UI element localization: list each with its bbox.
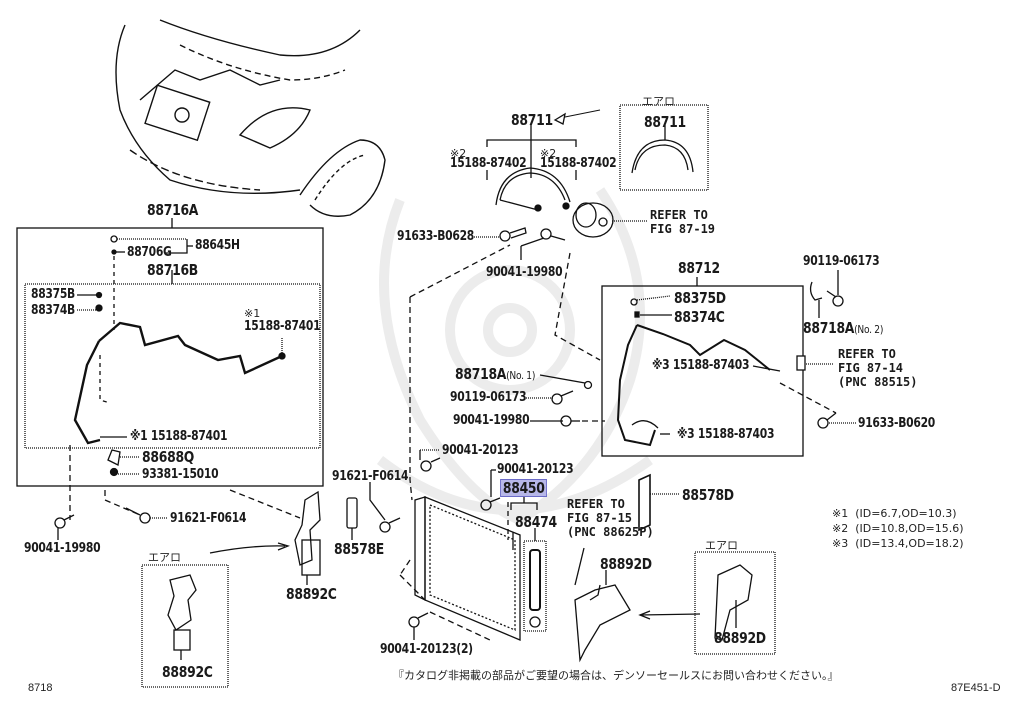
part-88706G[interactable]: 88706G (127, 245, 172, 260)
refer-fig-87-14[interactable]: REFER TO FIG 87-14 (PNC 88515) (838, 347, 918, 389)
hose-size-legend: ※1 (ID=6.7,OD=10.3) ※2 (ID=10.8,OD=15.6)… (832, 506, 964, 551)
part-90041-20123-a[interactable]: 90041-20123 (442, 443, 519, 458)
part-88892C-aero[interactable]: 88892C (162, 663, 213, 681)
part-88718A-no2[interactable]: 88718A(No. 2) (803, 320, 883, 338)
refer-fig-87-19[interactable]: REFER TO FIG 87-19 (650, 208, 716, 236)
part-15188-87401-a[interactable]: 15188-87401 (244, 319, 321, 334)
part-88892C[interactable]: 88892C (286, 585, 337, 603)
note-mark-2b: ※2 (540, 147, 557, 160)
part-88578D[interactable]: 88578D (682, 486, 734, 504)
figure-code: 87E451-D (951, 682, 1001, 694)
part-88375B[interactable]: 88375B (31, 287, 75, 302)
part-88892D[interactable]: 88892D (600, 555, 652, 573)
legend-item: ※2 (ID=10.8,OD=15.6) (832, 522, 964, 535)
part-15188-87403-a[interactable]: ※3 15188-87403 (652, 358, 750, 373)
footer-note: 『カタログ非掲載の部品がご要望の場合は、デンソーセールスにお問い合わせください。… (393, 669, 839, 682)
part-88645H[interactable]: 88645H (195, 238, 240, 253)
deflectors-art (141, 490, 776, 688)
part-88450-highlighted[interactable]: 88450 (500, 479, 548, 497)
part-88712[interactable]: 88712 (678, 259, 720, 277)
part-88716A[interactable]: 88716A (147, 201, 199, 219)
box-88716A (16, 218, 324, 540)
aero-label-88892C: エアロ (148, 551, 181, 564)
refer-fig-87-15[interactable]: REFER TO FIG 87-15 (PNC 88625P) (567, 497, 654, 539)
figure-number: 8718 (28, 682, 53, 694)
part-15188-87402-a[interactable]: 15188-87402 (450, 156, 527, 171)
note-mark-1a: ※1 (244, 307, 261, 320)
part-90041-20123-b[interactable]: 90041-20123 (497, 462, 574, 477)
part-15188-87401-b[interactable]: ※1 15188-87401 (130, 429, 228, 444)
part-90119-06173-right[interactable]: 90119-06173 (803, 254, 880, 269)
part-90119-06173-mid[interactable]: 90119-06173 (450, 390, 527, 405)
legend-item: ※3 (ID=13.4,OD=18.2) (832, 537, 964, 550)
aero-label-88892D: エアロ (705, 539, 738, 552)
part-qualifier: (No. 2) (854, 323, 884, 336)
part-91621-F0614-mid[interactable]: 91621-F0614 (332, 469, 409, 484)
hose-88711-art (472, 104, 709, 260)
aero-label-88711: エアロ (642, 95, 675, 108)
car-front-illustration (115, 19, 386, 217)
part-90041-20123-2[interactable]: 90041-20123(2) (380, 642, 473, 657)
note-mark-2a: ※2 (450, 147, 467, 160)
part-88718A-no1[interactable]: 88718A(No. 1) (455, 366, 535, 384)
part-91633-B0620[interactable]: 91633-B0620 (858, 416, 936, 431)
part-88711-aero[interactable]: 88711 (644, 113, 686, 131)
middle-hardware-art (346, 244, 680, 641)
part-91621-F0614-left[interactable]: 91621-F0614 (170, 511, 247, 526)
part-88711[interactable]: 88711 (511, 111, 553, 129)
part-15188-87402-b[interactable]: 15188-87402 (540, 156, 617, 171)
part-88892D-aero[interactable]: 88892D (714, 629, 766, 647)
part-88716B[interactable]: 88716B (147, 261, 199, 279)
part-88578E[interactable]: 88578E (334, 540, 385, 558)
part-88375D[interactable]: 88375D (674, 289, 726, 307)
part-number: 88718A (803, 319, 855, 337)
part-88688Q[interactable]: 88688Q (142, 448, 195, 466)
part-88374C[interactable]: 88374C (674, 308, 725, 326)
part-93381-15010[interactable]: 93381-15010 (142, 467, 219, 482)
box-88712 (601, 270, 856, 457)
part-91633-B0628[interactable]: 91633-B0628 (397, 229, 475, 244)
legend-item: ※1 (ID=6.7,OD=10.3) (832, 507, 957, 520)
part-qualifier: (No. 1) (506, 369, 536, 382)
part-88474[interactable]: 88474 (515, 513, 557, 531)
part-90041-19980-top[interactable]: 90041-19980 (486, 265, 563, 280)
part-88374B[interactable]: 88374B (31, 303, 75, 318)
part-90041-19980-mid[interactable]: 90041-19980 (453, 413, 530, 428)
part-90041-19980-left[interactable]: 90041-19980 (24, 541, 101, 556)
part-number: 88718A (455, 365, 507, 383)
part-15188-87403-b[interactable]: ※3 15188-87403 (677, 427, 775, 442)
